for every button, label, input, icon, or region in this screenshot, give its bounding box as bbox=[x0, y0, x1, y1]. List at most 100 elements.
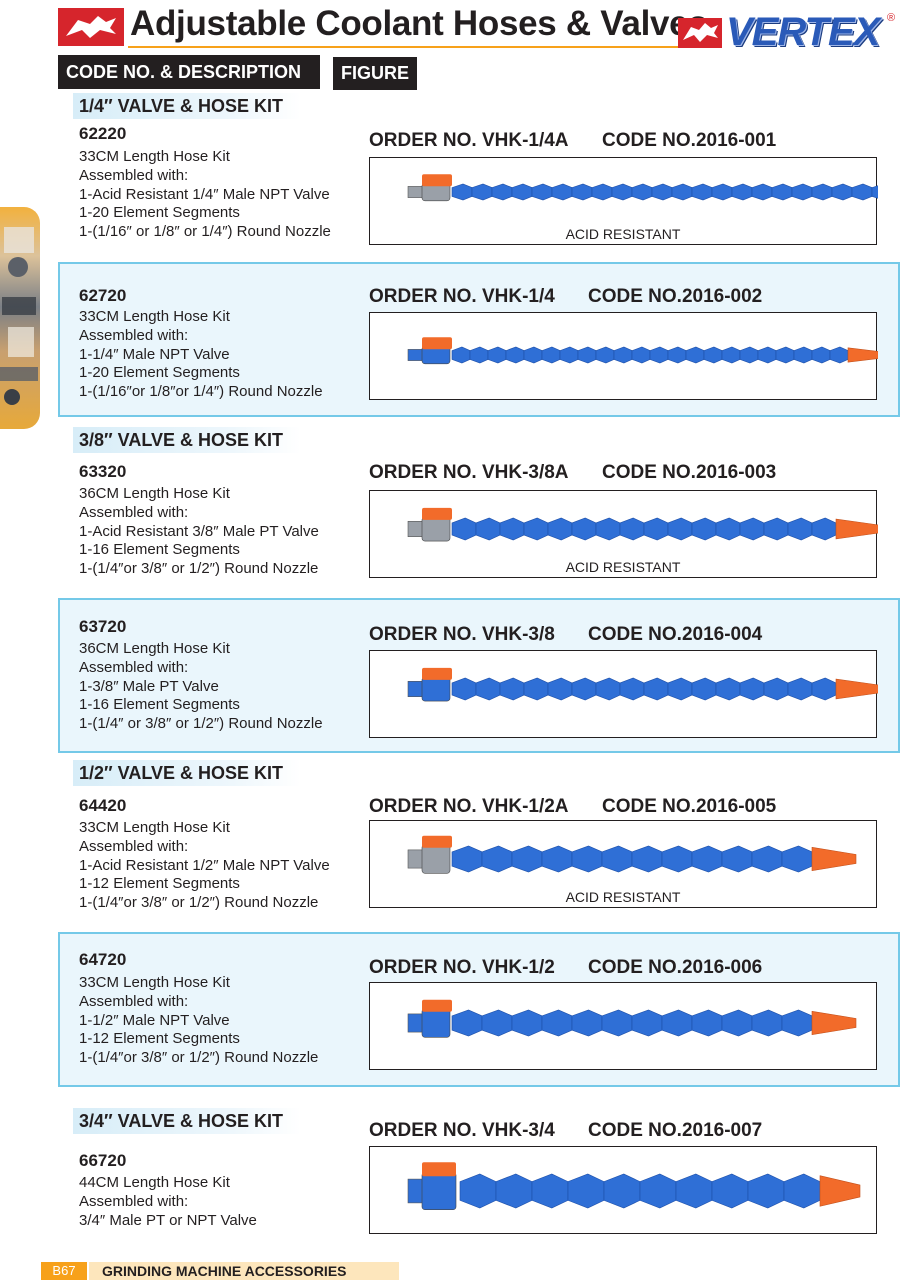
order-number: ORDER NO. VHK-1/4A bbox=[369, 130, 569, 151]
hose-segment bbox=[511, 1009, 543, 1037]
hose-segment bbox=[831, 183, 853, 201]
hose-segment bbox=[601, 1009, 633, 1037]
valve-body bbox=[421, 1171, 457, 1211]
hose-segment bbox=[475, 517, 501, 541]
hose-segment bbox=[547, 677, 573, 701]
title-underline bbox=[128, 46, 688, 48]
hose-segment bbox=[721, 346, 741, 364]
hose-segment bbox=[541, 1009, 573, 1037]
hose-segment bbox=[691, 183, 713, 201]
hose-segment bbox=[787, 677, 813, 701]
valve-thread bbox=[407, 1013, 425, 1033]
valve-thread bbox=[407, 680, 425, 697]
hose-segment bbox=[639, 1173, 677, 1209]
section-label: 3/4″ VALVE & HOSE KIT bbox=[73, 1108, 301, 1134]
hose-segment bbox=[791, 183, 813, 201]
hose-segment bbox=[763, 517, 789, 541]
order-number: ORDER NO. VHK-1/2 bbox=[369, 957, 555, 978]
hose-segment bbox=[661, 845, 693, 873]
hose-segment bbox=[571, 517, 597, 541]
hose-segment bbox=[691, 517, 717, 541]
product-code: 64420 bbox=[79, 796, 127, 815]
hose-segment bbox=[721, 845, 753, 873]
hose-segment bbox=[475, 677, 501, 701]
hose-segment bbox=[595, 346, 615, 364]
hose-segment bbox=[523, 346, 543, 364]
nozzle bbox=[819, 1175, 861, 1207]
hose-segment bbox=[739, 346, 759, 364]
catalog-code: CODE NO.2016-002 bbox=[588, 286, 763, 307]
hose-segment bbox=[591, 183, 613, 201]
hose-segment bbox=[451, 677, 477, 701]
hose-segment bbox=[451, 517, 477, 541]
hose-segment bbox=[511, 183, 533, 201]
hose-segment bbox=[595, 677, 621, 701]
order-line: ORDER NO. VHK-1/2 CODE NO.2016-006 bbox=[369, 957, 762, 979]
hose-segment bbox=[643, 677, 669, 701]
nozzle bbox=[811, 1010, 857, 1036]
hose-figure: ACID RESISTANT bbox=[369, 157, 878, 245]
product-code: 62220 bbox=[79, 124, 127, 143]
valve-thread bbox=[407, 186, 425, 198]
hose-segment bbox=[671, 183, 693, 201]
catalog-code: CODE NO.2016-001 bbox=[602, 130, 777, 151]
hose-segment bbox=[781, 1009, 813, 1037]
hose-segment bbox=[631, 183, 653, 201]
catalog-code: CODE NO.2016-007 bbox=[588, 1120, 763, 1141]
hose-segment bbox=[661, 1009, 693, 1037]
hose-segment bbox=[541, 346, 561, 364]
hose-segment bbox=[811, 517, 837, 541]
hose-segment bbox=[499, 517, 525, 541]
product-code: 62720 bbox=[79, 286, 127, 305]
hose-segment bbox=[531, 183, 553, 201]
hose-segment bbox=[651, 183, 673, 201]
hose-segment bbox=[559, 346, 579, 364]
valve-thread bbox=[407, 1178, 425, 1204]
page-title: Adjustable Coolant Hoses & Valves bbox=[130, 4, 708, 43]
figure-caption: ACID RESISTANT bbox=[565, 559, 681, 575]
order-number: ORDER NO. VHK-1/4 bbox=[369, 286, 555, 307]
hose-segment bbox=[811, 677, 837, 701]
valve-body bbox=[421, 676, 451, 702]
hose-segment bbox=[829, 346, 849, 364]
order-number: ORDER NO. VHK-1/2A bbox=[369, 796, 569, 817]
hose-segment bbox=[601, 845, 633, 873]
valve-handle bbox=[422, 667, 452, 680]
hose-segment bbox=[631, 845, 663, 873]
nozzle bbox=[811, 846, 857, 872]
hose-segment bbox=[715, 517, 741, 541]
hose-segment bbox=[495, 1173, 533, 1209]
figure-caption: ACID RESISTANT bbox=[565, 226, 681, 242]
hose-segment bbox=[739, 517, 765, 541]
hose-segment bbox=[567, 1173, 605, 1209]
valve-body bbox=[421, 1008, 451, 1038]
hose-segment bbox=[541, 845, 573, 873]
valve-thread bbox=[407, 520, 425, 537]
page-number: B67 bbox=[41, 1262, 87, 1280]
valve-thread bbox=[407, 349, 425, 361]
brand-logo: VERTEX bbox=[726, 10, 880, 54]
eagle-logo-icon bbox=[58, 8, 124, 46]
footer-title: GRINDING MACHINE ACCESSORIES bbox=[89, 1262, 399, 1280]
hose-segment bbox=[631, 1009, 663, 1037]
order-line: ORDER NO. VHK-3/4 CODE NO.2016-007 bbox=[369, 1120, 762, 1142]
hose-segment bbox=[487, 346, 507, 364]
order-number: ORDER NO. VHK-3/4 bbox=[369, 1120, 555, 1141]
hose-segment bbox=[531, 1173, 569, 1209]
hose-segment bbox=[505, 346, 525, 364]
nozzle bbox=[835, 678, 878, 700]
order-number: ORDER NO. VHK-3/8A bbox=[369, 462, 569, 483]
hose-segment bbox=[771, 183, 793, 201]
figure-caption: ACID RESISTANT bbox=[565, 889, 681, 905]
order-line: ORDER NO. VHK-1/2A CODE NO.2016-005 bbox=[369, 796, 776, 818]
brand-eagle-icon bbox=[678, 18, 722, 48]
valve-handle bbox=[422, 999, 452, 1012]
hose-segment bbox=[451, 1009, 483, 1037]
hose-segment bbox=[667, 517, 693, 541]
code-description-header: CODE NO. & DESCRIPTION bbox=[58, 55, 320, 89]
hose-segment bbox=[757, 346, 777, 364]
section-label: 1/4″ VALVE & HOSE KIT bbox=[73, 93, 301, 119]
hose-segment bbox=[667, 346, 687, 364]
